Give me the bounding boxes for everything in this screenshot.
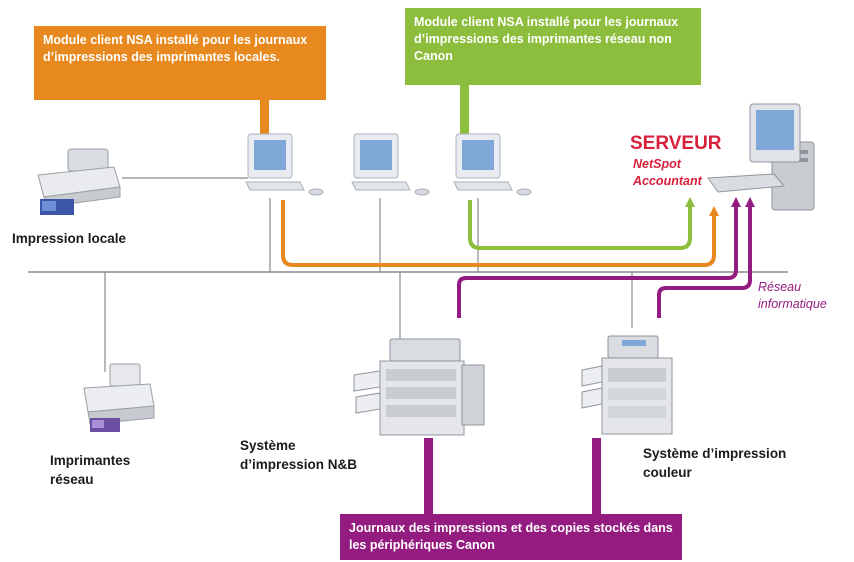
network-label: Réseau informatique bbox=[758, 279, 827, 313]
server-title: SERVEUR bbox=[630, 133, 722, 154]
color-system-line-2: couleur bbox=[643, 465, 692, 480]
color-printing-system-icon bbox=[581, 335, 673, 435]
network-printer-icon bbox=[83, 363, 155, 432]
bw-system-label: Système d’impression N&B bbox=[240, 436, 357, 474]
bw-printing-system-icon bbox=[353, 338, 485, 436]
bw-system-line-2: d’impression N&B bbox=[240, 457, 358, 472]
server-product: NetSpot Accountant bbox=[633, 156, 702, 190]
green-pointer bbox=[460, 84, 469, 138]
computer-2-icon bbox=[351, 133, 430, 196]
server-product-line-2: Accountant bbox=[633, 174, 702, 188]
server-icon bbox=[707, 103, 815, 211]
computer-3-icon bbox=[453, 133, 532, 196]
local-printer-icon bbox=[37, 148, 121, 215]
computer-1-icon bbox=[245, 133, 324, 196]
orange-pointer bbox=[260, 98, 269, 138]
network-label-line-1: Réseau bbox=[758, 280, 802, 294]
local-client-callout: Module client NSA installé pour les jour… bbox=[34, 26, 326, 100]
green-route bbox=[468, 200, 692, 250]
network-client-callout: Module client NSA installé pour les jour… bbox=[405, 8, 701, 85]
network-printers-label: Imprimantes réseau bbox=[50, 451, 130, 489]
local-printing-label: Impression locale bbox=[12, 231, 127, 246]
canon-logs-callout: Journaux des impressions et des copies s… bbox=[340, 514, 682, 560]
purple-route-bw bbox=[457, 205, 738, 318]
orange-route bbox=[281, 200, 716, 267]
network-printers-line-1: Imprimantes bbox=[50, 453, 131, 468]
color-system-label: Système d’impression couleur bbox=[643, 444, 786, 482]
server-product-line-1: NetSpot bbox=[633, 157, 681, 171]
color-system-line-1: Système d’impression bbox=[643, 446, 787, 461]
bw-system-line-1: Système bbox=[240, 438, 296, 453]
purple-pointer-color bbox=[592, 438, 601, 516]
purple-route-color bbox=[657, 205, 752, 318]
network-printers-line-2: réseau bbox=[50, 472, 94, 487]
purple-pointer-bw bbox=[424, 438, 433, 516]
network-label-line-2: informatique bbox=[758, 297, 827, 311]
